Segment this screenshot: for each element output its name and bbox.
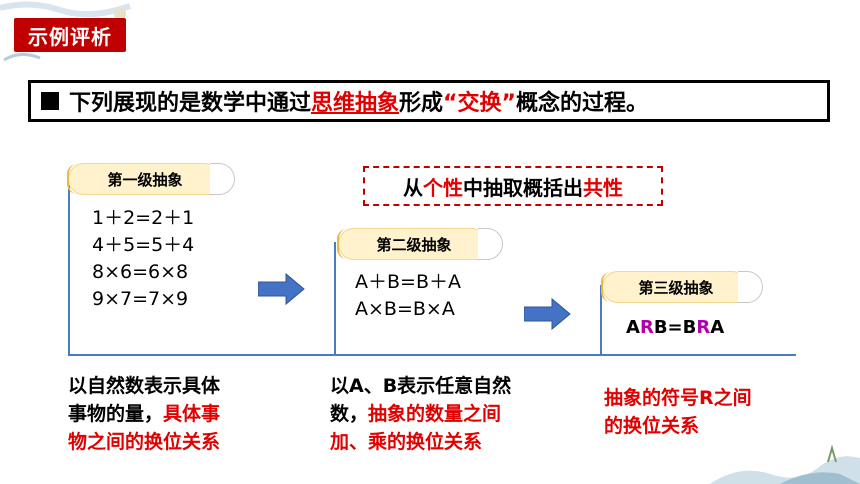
level-1-title-text: 第一级抽象 xyxy=(107,170,183,189)
level-3-title-text: 第三级抽象 xyxy=(638,278,714,297)
note-keyword-individual: 个性 xyxy=(423,175,463,200)
level-2-title: 第二级抽象 xyxy=(337,228,503,260)
note-box: 从个性中抽取概括出共性 xyxy=(363,166,663,206)
level-3-expression: ARB=BRA xyxy=(626,314,724,341)
expr-r: R xyxy=(639,317,654,338)
caption-text: 事物的量， xyxy=(68,403,164,425)
level-3-title: 第三级抽象 xyxy=(601,271,763,303)
headline-text-1: 下列展现的是数学中通过 xyxy=(69,91,312,116)
equation-line: A＋B=B＋A xyxy=(355,271,461,293)
level-2-title-text: 第二级抽象 xyxy=(376,235,452,254)
level-2-panel xyxy=(334,242,796,356)
section-badge: 示例评析 xyxy=(14,18,126,52)
equation-line: 9×7=7×9 xyxy=(92,288,189,310)
level-2-equations: A＋B=B＋A A×B=B×A xyxy=(355,269,461,323)
headline-keyword-swap: “交换” xyxy=(443,91,516,116)
caption-highlight: 加、乘的换位关系 xyxy=(330,431,483,453)
square-bullet-icon xyxy=(41,92,59,110)
wave-decoration xyxy=(710,444,860,484)
caption-highlight: 抽象的数量之间 xyxy=(368,403,502,425)
expr-a: A xyxy=(626,317,640,338)
headline-text-3: 概念 xyxy=(515,91,560,116)
level-1-title: 第一级抽象 xyxy=(67,163,235,195)
equation-line: 8×6=6×8 xyxy=(92,261,189,283)
note-text-2: 中抽取概括出 xyxy=(463,175,583,200)
caption-line: 以自然数表示具体 xyxy=(68,375,221,397)
caption-line: 抽象的符号R之间 xyxy=(604,387,752,409)
expr-b: B=B xyxy=(653,317,697,338)
caption-level-2: 以A、B表示任意自然 数，抽象的数量之间 加、乘的换位关系 xyxy=(330,372,511,456)
headline-box: 下列展现的是数学中通过思维抽象形成“交换”概念的过程。 xyxy=(28,80,830,122)
caption-level-3: 抽象的符号R之间 的换位关系 xyxy=(604,384,752,440)
equation-line: A×B=B×A xyxy=(355,298,455,320)
arrow-right-icon xyxy=(258,272,305,306)
caption-line: 以A、B表示任意自然 xyxy=(330,375,512,397)
caption-level-1: 以自然数表示具体 事物的量，具体事 物之间的换位关系 xyxy=(68,372,220,456)
note-text-1: 从 xyxy=(403,175,423,200)
arrow-right-icon xyxy=(524,297,571,331)
caption-highlight: 具体事 xyxy=(163,403,221,425)
equation-line: 4＋5=5＋4 xyxy=(92,234,195,256)
caption-highlight: 物之间的换位关系 xyxy=(68,431,221,453)
headline-keyword-abstraction: 思维抽象 xyxy=(311,91,400,116)
equation-line: 1＋2=2＋1 xyxy=(92,207,195,229)
caption-line: 的换位关系 xyxy=(604,415,700,437)
caption-text: 数， xyxy=(330,403,369,425)
level-1-equations: 1＋2=2＋1 4＋5=5＋4 8×6=6×8 9×7=7×9 xyxy=(92,205,194,313)
level-3-panel xyxy=(600,285,796,356)
expr-c: A xyxy=(710,317,725,338)
headline-text-4: 的过程。 xyxy=(559,91,648,116)
note-keyword-common: 共性 xyxy=(583,175,623,200)
expr-r: R xyxy=(696,317,711,338)
headline-text-2: 形成 xyxy=(399,91,444,116)
